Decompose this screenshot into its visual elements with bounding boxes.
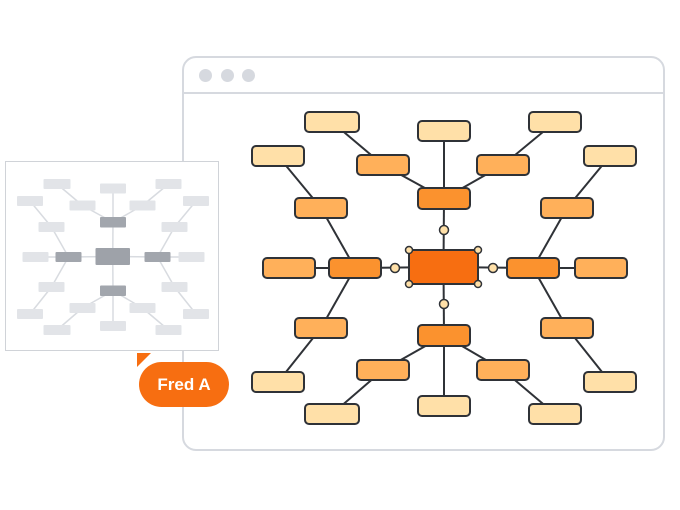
topic-node[interactable]: [251, 371, 305, 393]
topic-node[interactable]: [356, 359, 410, 381]
topic-node[interactable]: [183, 309, 209, 319]
central-topic-node[interactable]: [408, 249, 479, 285]
central-topic-node[interactable]: [95, 248, 131, 265]
topic-node[interactable]: [155, 325, 182, 335]
topic-node[interactable]: [328, 257, 382, 279]
topic-node[interactable]: [144, 252, 171, 262]
topic-node[interactable]: [583, 371, 637, 393]
topic-node[interactable]: [17, 309, 43, 319]
topic-node[interactable]: [69, 303, 96, 313]
window-dot-icon: [242, 69, 255, 82]
topic-node[interactable]: [540, 197, 594, 219]
topic-node[interactable]: [540, 317, 594, 339]
topic-node[interactable]: [574, 257, 628, 279]
mind-map-group: [251, 111, 637, 425]
topic-node[interactable]: [506, 257, 560, 279]
topic-node[interactable]: [100, 285, 126, 297]
topic-node[interactable]: [100, 183, 126, 194]
topic-node[interactable]: [43, 325, 71, 335]
topic-node[interactable]: [183, 196, 209, 206]
connection-handle-icon: [487, 262, 499, 274]
connection-handle-icon: [438, 298, 450, 310]
topic-node[interactable]: [417, 324, 471, 347]
topic-node[interactable]: [129, 200, 156, 211]
topic-node[interactable]: [356, 154, 410, 176]
cursor-pointer-icon: [137, 353, 151, 367]
resize-handle-icon: [473, 279, 483, 289]
window-dot-icon: [199, 69, 212, 82]
topic-node[interactable]: [161, 222, 188, 232]
minimap-preview[interactable]: [5, 161, 219, 351]
topic-node[interactable]: [476, 154, 530, 176]
topic-node[interactable]: [262, 257, 316, 279]
resize-handle-icon: [404, 279, 414, 289]
topic-node[interactable]: [38, 222, 65, 232]
topic-node[interactable]: [178, 252, 205, 262]
connection-handle-icon: [438, 224, 450, 236]
topic-node[interactable]: [100, 321, 126, 331]
topic-node[interactable]: [417, 395, 471, 417]
mind-map-group: [17, 179, 209, 335]
topic-node[interactable]: [294, 197, 348, 219]
topic-node[interactable]: [417, 187, 471, 210]
topic-node[interactable]: [155, 179, 182, 189]
topic-node[interactable]: [161, 282, 188, 292]
resize-handle-icon: [473, 245, 483, 255]
connection-handle-icon: [389, 262, 401, 274]
topic-node[interactable]: [528, 111, 582, 133]
topic-node[interactable]: [17, 196, 43, 206]
topic-node[interactable]: [69, 200, 96, 211]
title-bar-divider: [184, 92, 663, 94]
collaborator-cursor-label: Fred A: [139, 362, 229, 407]
topic-node[interactable]: [476, 359, 530, 381]
topic-node[interactable]: [22, 252, 49, 262]
topic-node[interactable]: [294, 317, 348, 339]
resize-handle-icon: [404, 245, 414, 255]
topic-node[interactable]: [129, 303, 156, 313]
topic-node[interactable]: [417, 120, 471, 142]
topic-node[interactable]: [304, 403, 360, 425]
topic-node[interactable]: [38, 282, 65, 292]
topic-node[interactable]: [528, 403, 582, 425]
window-dot-icon: [221, 69, 234, 82]
topic-node[interactable]: [583, 145, 637, 167]
minimap-canvas: [17, 179, 209, 335]
topic-node[interactable]: [304, 111, 360, 133]
topic-node[interactable]: [43, 179, 71, 189]
topic-node[interactable]: [100, 217, 126, 228]
topic-node[interactable]: [251, 145, 305, 167]
topic-node[interactable]: [55, 252, 82, 262]
